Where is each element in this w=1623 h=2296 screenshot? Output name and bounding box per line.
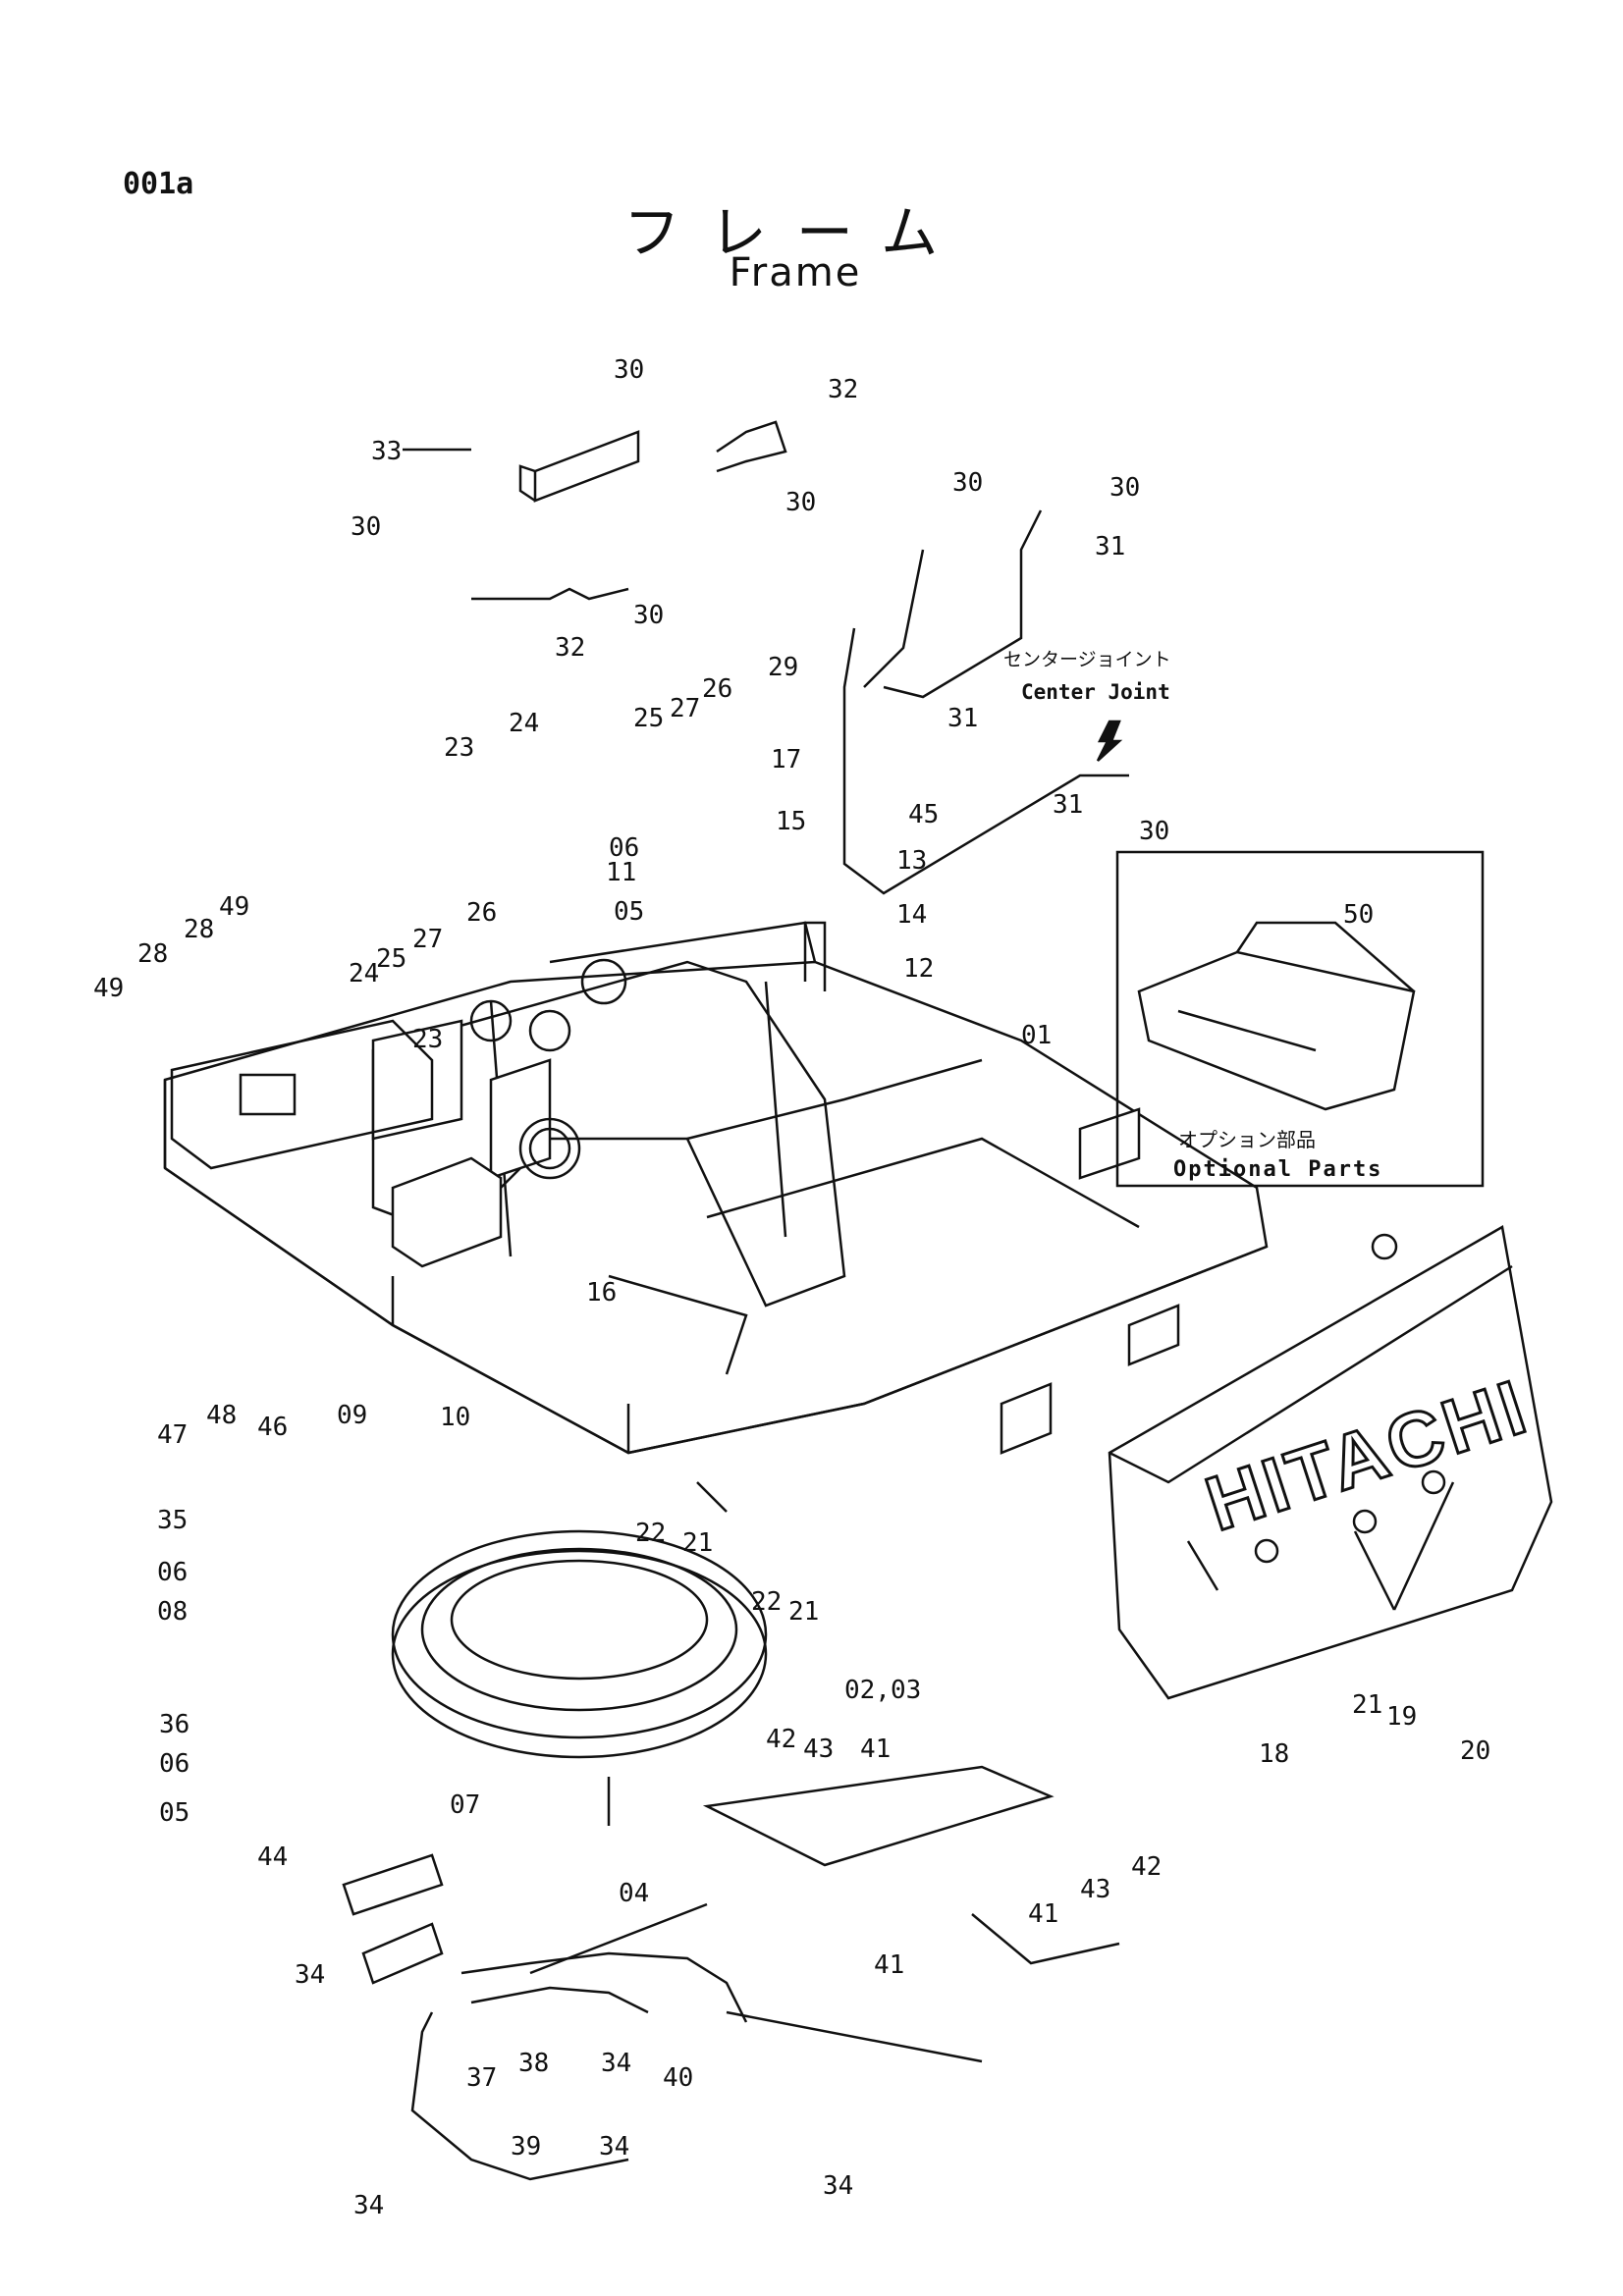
part-label: 36 [159,1710,189,1739]
part-label: 06 [159,1749,189,1779]
part-label: 43 [803,1735,834,1764]
part-label: 33 [371,437,402,466]
part-label: 07 [450,1790,480,1820]
part-label: 29 [768,653,798,682]
part-label: 38 [518,2049,549,2078]
part-label: 30 [785,488,816,517]
part-label: 42 [1131,1852,1162,1882]
part-label: 31 [947,704,978,733]
part-label: 28 [184,915,214,944]
part-label: 21 [1352,1690,1382,1720]
part-label: 48 [206,1401,237,1430]
part-label: 16 [586,1278,617,1308]
diagram-drawing [163,420,1553,2181]
part-label: 31 [1053,790,1083,820]
part-label: 45 [908,800,939,829]
part-label: 05 [614,897,644,927]
part-label: 21 [682,1528,713,1558]
part-label: 10 [440,1403,470,1432]
part-label: 26 [702,674,732,704]
part-label: 06 [609,833,639,863]
part-label: 27 [412,925,443,954]
part-label: 30 [633,601,664,630]
part-label: 24 [509,709,539,738]
part-label: 34 [599,2132,629,2162]
page-title-en: Frame [729,250,862,295]
part-label: 27 [670,694,700,723]
part-label: 25 [376,944,406,974]
part-label: 12 [903,954,934,984]
part-label: 30 [952,468,983,498]
part-label: 39 [511,2132,541,2162]
part-label: 49 [93,974,124,1003]
part-label: 01 [1021,1021,1052,1050]
part-label: 20 [1460,1736,1490,1766]
part-label: 34 [601,2049,631,2078]
part-label: 42 [766,1725,796,1754]
part-label: 09 [337,1401,367,1430]
part-label: 34 [823,2171,853,2201]
part-label: 02,03 [844,1676,921,1705]
part-label: 34 [353,2191,384,2220]
part-label: 41 [874,1950,904,1980]
part-label: 23 [412,1025,443,1054]
part-label: 22 [635,1519,666,1548]
center-joint-label-jp: センタージョイント [1003,649,1171,670]
part-label: 26 [466,898,497,928]
part-label: 17 [771,745,801,774]
part-label: 40 [663,2063,693,2093]
part-number-labels: 30 32 33 30 30 30 30 31 30 32 29 31 31 3… [93,355,1490,2220]
part-label: 41 [1028,1899,1058,1929]
part-label: 18 [1259,1739,1289,1769]
page-id: 001a [123,167,194,201]
part-label: 37 [466,2063,497,2093]
part-label: 08 [157,1597,188,1627]
part-label: 22 [751,1587,782,1617]
part-label: 24 [349,959,379,988]
part-label: 30 [614,355,644,385]
part-label: 15 [776,807,806,836]
part-label: 47 [157,1420,188,1450]
part-label: 11 [606,858,636,887]
part-label: 30 [1109,473,1140,503]
center-joint-label-en: Center Joint [1021,680,1170,704]
part-label: 23 [444,733,474,763]
part-label: 44 [257,1842,288,1872]
part-label: 49 [219,892,249,922]
part-label: 32 [828,375,858,404]
part-label: 28 [137,939,168,969]
part-label: 04 [619,1879,649,1908]
optional-parts-label-jp: オプション部品 [1178,1128,1316,1151]
part-label: 19 [1386,1702,1417,1732]
part-label: 25 [633,704,664,733]
part-label: 21 [788,1597,819,1627]
part-label: 46 [257,1413,288,1442]
part-label: 34 [295,1960,325,1990]
part-label: 35 [157,1506,188,1535]
part-label: 31 [1095,532,1125,561]
part-label: 30 [1139,817,1169,846]
part-label: 50 [1343,900,1374,930]
part-label: 32 [555,633,585,663]
part-label: 06 [157,1558,188,1587]
part-label: 30 [351,512,381,542]
optional-parts-label-en: Optional Parts [1173,1157,1382,1182]
part-label: 41 [860,1735,891,1764]
part-label: 13 [896,846,927,876]
part-label: 43 [1080,1875,1110,1904]
page-title-jp: フレーム [622,199,968,266]
part-label: 14 [896,900,927,930]
part-label: 05 [159,1798,189,1828]
